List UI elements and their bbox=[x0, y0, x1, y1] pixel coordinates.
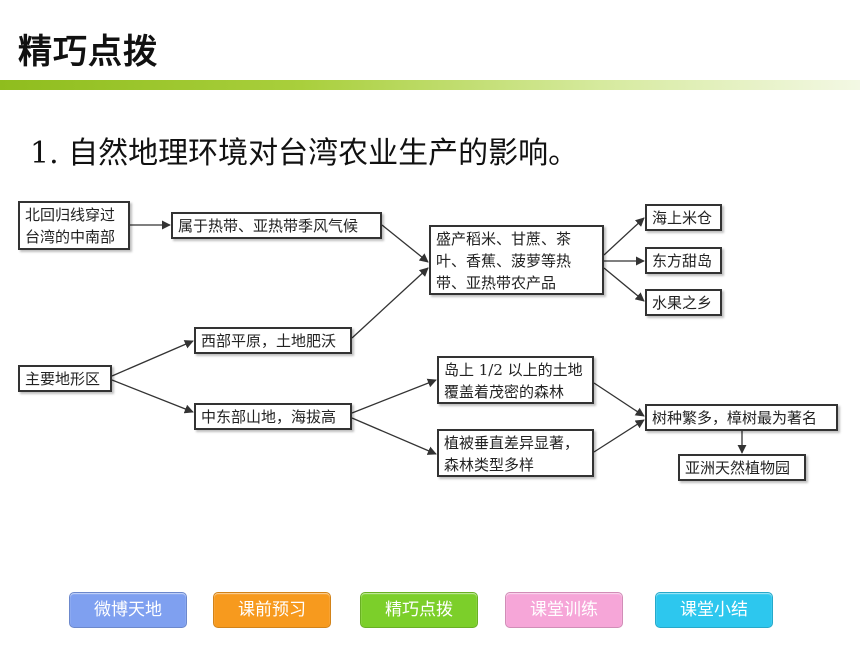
node-vertical-variation: 植被垂直差异显著， 森林类型多样 bbox=[437, 429, 594, 477]
nav-button-weibo[interactable]: 微博天地 bbox=[69, 592, 187, 628]
node-tropic-of-cancer: 北回归线穿过 台湾的中南部 bbox=[18, 201, 130, 250]
slide-title: 精巧点拨 bbox=[18, 32, 158, 72]
node-terrain: 主要地形区 bbox=[18, 365, 112, 392]
edge-east-vertical bbox=[351, 417, 437, 455]
node-climate: 属于热带、亚热带季风气候 bbox=[171, 212, 382, 239]
node-sweet-island: 东方甜岛 bbox=[645, 247, 722, 274]
edge-west-products bbox=[351, 267, 429, 339]
nav-button-preview[interactable]: 课前预习 bbox=[213, 592, 331, 628]
edge-terrain-west bbox=[111, 340, 194, 377]
edge-climate-products bbox=[381, 224, 429, 263]
node-forest-coverage: 岛上 1/2 以上的土地 覆盖着茂密的森林 bbox=[437, 356, 594, 404]
node-products: 盛产稻米、甘蔗、茶 叶、香蕉、菠萝等热 带、亚热带农产品 bbox=[429, 225, 604, 295]
node-fruit-hometown: 水果之乡 bbox=[645, 289, 722, 316]
nav-button-practice[interactable]: 课堂训练 bbox=[505, 592, 623, 628]
nav-button-key-points[interactable]: 精巧点拨 bbox=[360, 592, 478, 628]
edge-products-fruit bbox=[603, 267, 645, 302]
title-underline-bar bbox=[0, 80, 860, 90]
node-botanical-garden: 亚洲天然植物园 bbox=[678, 454, 806, 481]
node-rice-granary: 海上米仓 bbox=[645, 204, 722, 231]
edge-vertical-trees bbox=[593, 419, 645, 453]
edge-products-rice bbox=[603, 217, 645, 256]
nav-button-summary[interactable]: 课堂小结 bbox=[655, 592, 773, 628]
node-east-mountain: 中东部山地，海拔高 bbox=[194, 403, 352, 430]
edge-forest-trees bbox=[593, 382, 645, 417]
edge-terrain-east bbox=[111, 379, 194, 414]
edge-east-forest bbox=[351, 378, 437, 414]
node-tree-species: 树种繁多，樟树最为著名 bbox=[645, 404, 838, 431]
node-west-plain: 西部平原，土地肥沃 bbox=[194, 327, 352, 354]
slide-heading: 1. 自然地理环境对台湾农业生产的影响。 bbox=[30, 136, 579, 171]
